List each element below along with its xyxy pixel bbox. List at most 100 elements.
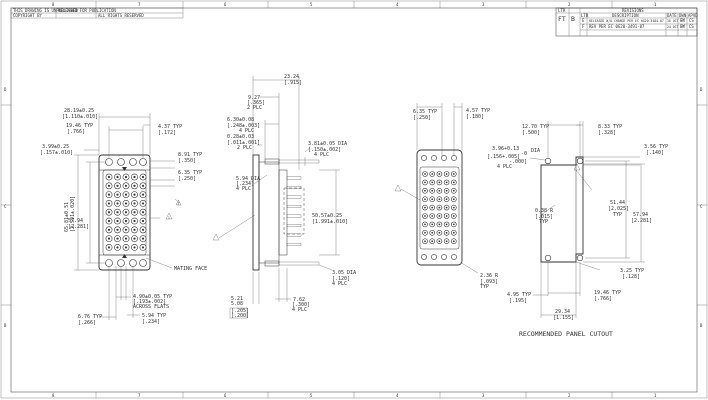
rear-contact-center [431,198,434,201]
dim-side-post-dia-plc: 4 PLC [236,186,251,192]
front-contact-center [133,237,136,240]
zone-top-4: 4 [396,2,399,7]
note-flag-label-2: 2 [178,202,180,206]
front-contact-center [141,193,145,196]
rear-note-flag [394,184,402,192]
dim-side-thread-in: [.150±.002] [308,147,341,153]
rear-contact-center [431,240,434,243]
mount-hole-tm1 [117,158,125,166]
dim-row-spacing-in: [.766] [67,129,85,135]
dim-pitch-top-in: [.350] [178,158,196,164]
mount-hole-bm1 [117,259,125,267]
rev-row-f-ltr: F [582,24,585,29]
dim-overall-height-in: [2.591±.020] [70,196,76,232]
zone-right-c: C [700,204,703,209]
rev-row-e-desc: RELEASED W/O CHANGE PER EC 0G20-3484-07 [589,19,664,23]
dim-side-post-dia-in: [.234] [236,181,254,187]
rev-row-e-apvd: CS [689,18,694,23]
rear-mounting-holes [421,155,457,260]
cutout-note-flag [573,163,581,171]
front-contact-center [133,175,136,179]
front-contact-center [107,237,111,240]
dim-side-pin-dia-in: [.120] [332,276,350,282]
rear-contact-center [431,173,434,175]
dim-cut-row-in: [.766] [594,296,612,302]
front-contact-center [141,228,145,231]
rear-contact-center [452,223,455,226]
rev-row-f-apvd: CS [689,24,694,29]
front-contact-center [116,184,119,187]
rear-contact-center [438,198,441,201]
note-copyright: COPYRIGHT BY [13,13,42,18]
rev-row-e-dwn: FM [680,18,685,23]
mount-hole-tr [139,158,147,166]
side-terminal [286,176,302,180]
rear-contact-center [438,240,441,243]
dim-side-thread: 3.81±0.05 DIA [308,141,347,147]
rev-row-e-date: 16 OCT 07 [667,19,684,23]
rev-row-e-ltr: E [582,18,585,23]
dim-cut-dia: 3.96+0.13 [492,146,519,152]
dim-cut-outer-in: [2.281] [631,218,652,224]
dim-cut-edge: 8.33 TYP [598,124,622,130]
rear-contact-center [431,206,434,209]
zone-labels-top: 8 7 6 5 4 3 2 1 [52,2,657,7]
dim-across-flats-in: [.193±.002] [133,299,166,305]
dim-side-pin-dia-plc: 4 PLC [332,281,347,287]
front-contact-center [133,246,136,249]
mount-hole-bl [105,259,113,267]
note-flag-label: 1 [168,216,170,220]
rear-contact-center [452,206,455,209]
note-release: RELEASED FOR PUBLICATION [58,8,116,13]
side-terminal [286,214,302,218]
zone-bottom-1: 1 [654,393,657,398]
front-contact-center [124,228,128,231]
rear-contact-center [445,223,448,226]
side-view: 23.24 [.915] 9.27 [.365] 2 PLC 6.30±0.08… [212,74,356,319]
front-contact-center [124,246,128,249]
cutout-hole-br [576,254,584,262]
note-unpublished: THIS DRAWING IS UNPUBLISHED [13,8,79,13]
zone-labels-bottom: 8 7 6 5 4 3 2 1 [52,393,657,398]
dim-side-pitch-in: [.234] [142,319,160,325]
cutout-profile [540,164,577,263]
zone-top-6: 6 [224,2,227,7]
zone-right-b: B [700,323,703,328]
dim-side-post-dia: 5.94 DIA [236,176,260,182]
rear-contact-center [452,198,455,201]
dim-flange-offset-in: [.157±.010] [40,150,73,156]
front-contact-center [107,211,111,214]
revision-block: REVISIONS LTR FT B LTR DESCRIPTION DATE … [555,7,698,37]
rear-contact-center [445,198,448,201]
panel-cutout-view: 3.96+0.13 -0 DIA [.156+.005] -.000] 4 PL… [487,121,668,338]
dim-cut-side-in: [.195] [509,298,527,304]
zone-bottom-2: 2 [568,393,571,398]
dim-rear-offset-in: [.180] [466,114,484,120]
rear-body [416,149,463,266]
dim-cut-tol-min: -.000] [509,159,527,165]
rear-contact-center [424,189,426,192]
cutout-hole-tl [544,157,552,165]
zone-left-d: D [4,87,7,92]
front-contact-center [116,246,119,249]
side-rear-body [278,169,288,256]
rear-contact-center [438,206,441,209]
note-flag-triangle [165,212,173,220]
mount-hole-br [139,259,147,267]
rear-contact-center [445,215,448,217]
front-contact-center [116,175,119,179]
dim-cut-bottom: 3.25 TYP [620,268,644,274]
dim-side-flange-thk: 5.21 [231,296,243,302]
front-view: 28.19±0.25 [1.110±.010] 19.46 TYP [.766]… [40,108,207,326]
rev-row-f-dwn: FM [680,24,685,29]
dim-side-hole-in: [.248±.003] [227,123,260,129]
zone-bottom-3: 3 [482,393,485,398]
dim-side-9-27-in: [.365] [247,100,265,106]
dim-overall-width: 28.19±0.25 [64,108,94,114]
dim-rear-radius: 2.36 R [480,273,499,279]
rear-contact-center [424,223,426,226]
rev-header-date: DATE [667,13,677,18]
rear-contact-center [431,223,434,226]
